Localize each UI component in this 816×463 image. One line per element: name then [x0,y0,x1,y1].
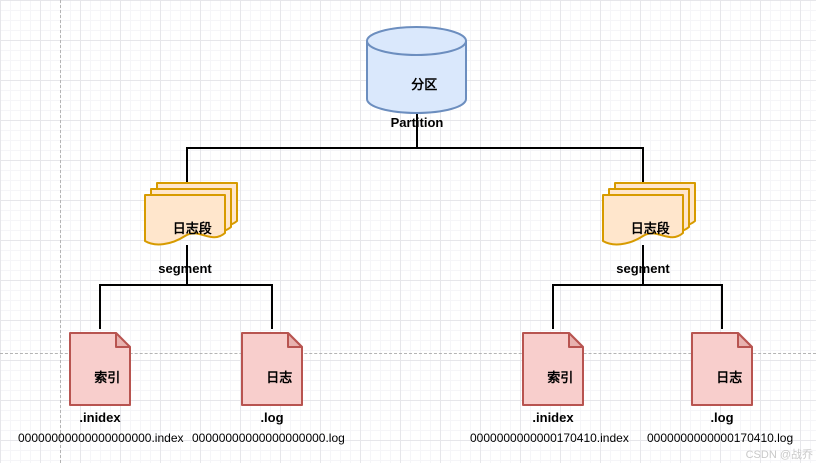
cylinder-body [366,26,467,114]
folded-corner [568,332,584,348]
connector-left-segment-to-files [99,245,273,329]
segment-stack-left [144,182,238,246]
filename-left-log: 00000000000000000000.log [192,431,345,445]
segment-left-front-sheet [144,194,226,246]
folded-corner [287,332,303,348]
csdn-watermark: CSDN @战乔 [745,449,813,461]
segment-stack-right [602,182,696,246]
folded-corner [115,332,131,348]
filename-left-index: 00000000000000000000.index [18,431,184,445]
page-divider-horizontal [0,353,816,354]
filename-right-index: 0000000000000170410.index [470,431,629,445]
partition-cylinder [366,26,467,114]
index-file-note-right [522,332,584,406]
page-divider-vertical [60,0,61,463]
index-file-note-left [69,332,131,406]
segment-right-front-sheet [602,194,684,246]
cylinder-top-ellipse [366,40,467,56]
log-file-note-left [241,332,303,406]
folded-corner [737,332,753,348]
log-file-note-right [691,332,753,406]
connector-right-segment-to-files [552,245,723,329]
filename-right-log: 0000000000000170410.log [647,431,794,445]
connector-partition-to-segments [186,112,644,184]
